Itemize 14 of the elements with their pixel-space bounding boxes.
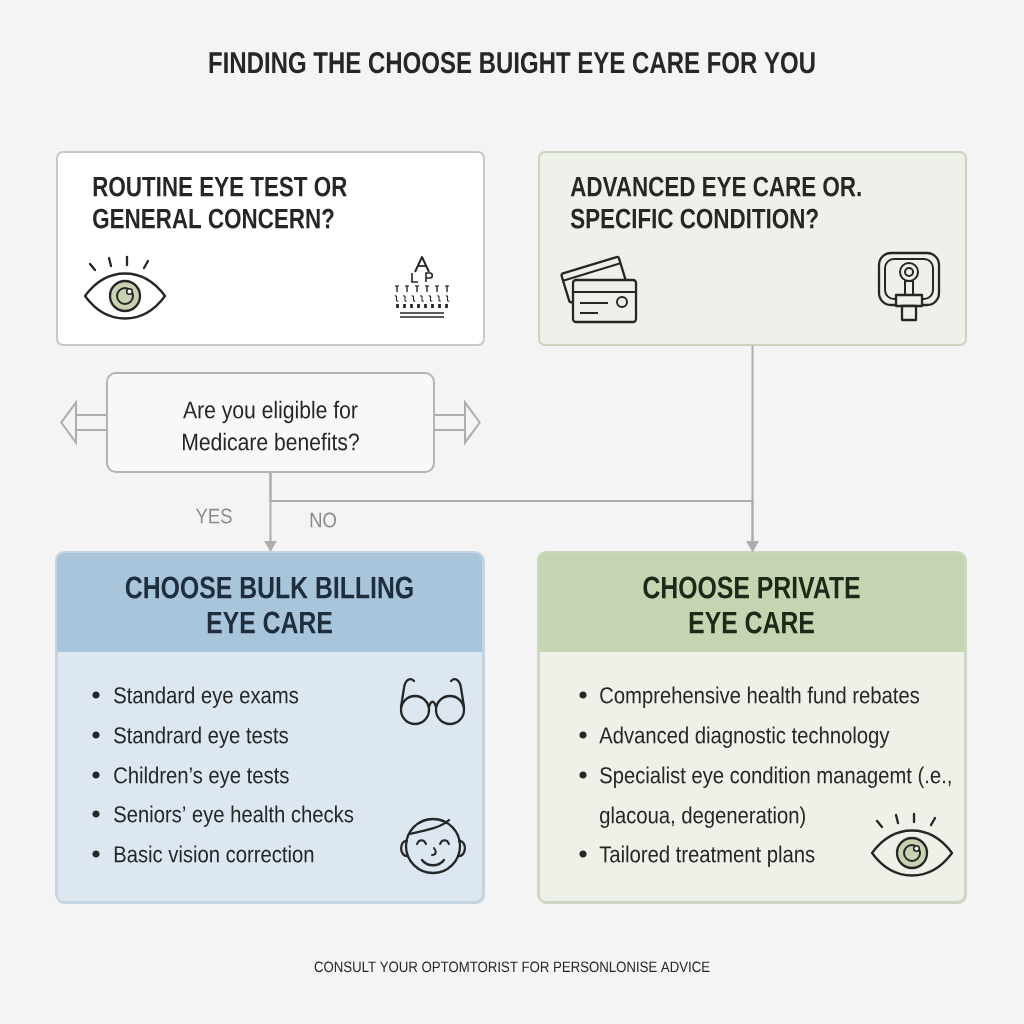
- title: FINDING THE CHOOSE BUIGHT EYE CARE FOR YOU: [209, 52, 815, 74]
- question-box: ROUTINE EYE TEST OR GENERAL CONCERN?: [56, 151, 485, 346]
- list-item: Basic vision correction: [114, 845, 314, 863]
- footer-note: CONSULT YOUR OPTOMTORIST FOR PERSONLONISE ADVICE: [314, 961, 710, 973]
- list-item: Standrard eye tests: [114, 726, 288, 748]
- list-item: Children’s eye tests: [114, 766, 289, 788]
- list-item: Specialist eye condition managemt (.e., glacoua, degeneration): [600, 766, 951, 828]
- list-item: Seniors’ eye health checks: [114, 805, 354, 827]
- list-item: Comprehensive health fund rebates: [600, 686, 920, 708]
- decision-box: Are you eligible for Medicare benefits?: [106, 372, 435, 473]
- list-item: Tailored treatment plans: [599, 845, 815, 867]
- list-item: Standard eye exams: [114, 686, 299, 708]
- list-item: Advanced diagnostic technology: [599, 726, 890, 748]
- question-box: ADVANCED EYE CARE OR. SPECIFIC CONDITION?: [538, 151, 967, 346]
